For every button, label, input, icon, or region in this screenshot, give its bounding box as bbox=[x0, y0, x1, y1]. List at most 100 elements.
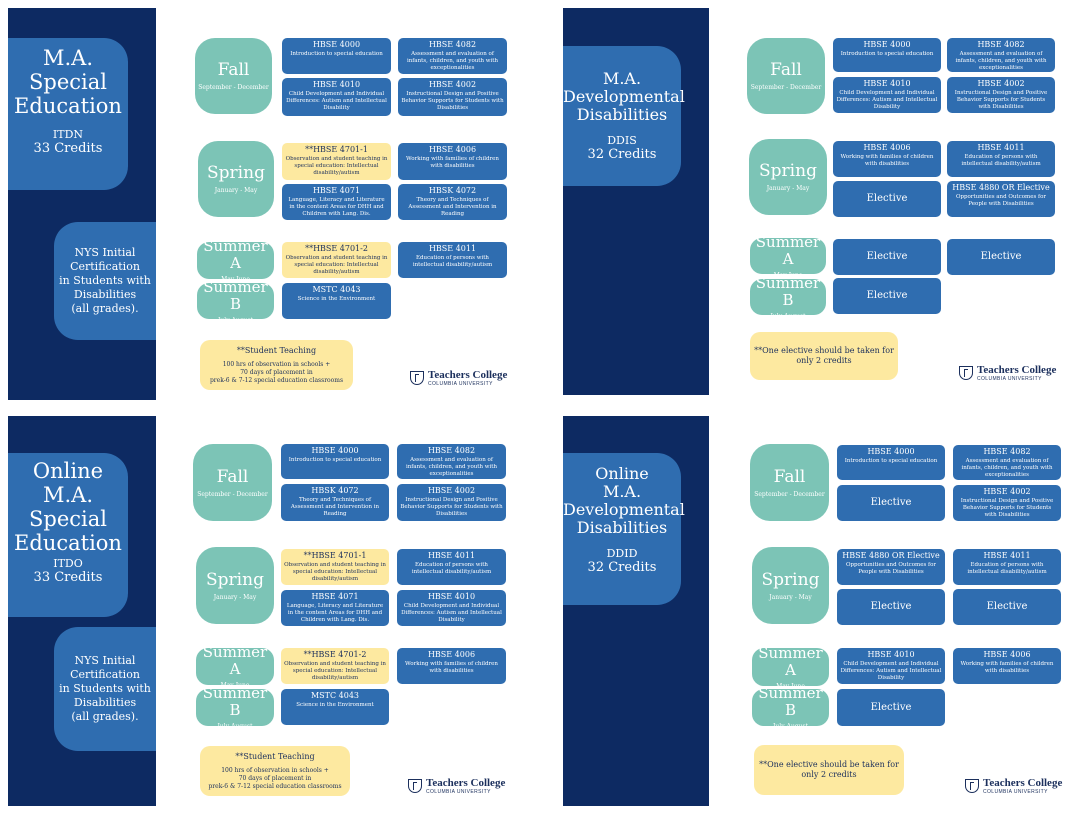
course-card: HBSE 4010 Child Development and Individu… bbox=[833, 77, 941, 113]
logo-sub: COLUMBIA UNIVERSITY bbox=[983, 789, 1048, 795]
season-fall: Fall September - December bbox=[193, 444, 272, 521]
program-title: M.A. Developmental Disabilities bbox=[563, 69, 685, 124]
course-code: HBSE 4071 bbox=[312, 186, 361, 195]
season-summer-b: Summer B July-August bbox=[197, 278, 274, 324]
shield-icon bbox=[965, 779, 979, 793]
note-title: **Student Teaching bbox=[235, 751, 315, 761]
program-box: Online M.A. Special Education ITDO 33 Cr… bbox=[8, 453, 128, 617]
course-desc: Observation and student teaching in spec… bbox=[285, 255, 388, 275]
course-card: MSTC 4043 Science in the Environment bbox=[282, 283, 391, 319]
course-card: HBSE 4880 OR Elective Opportunities and … bbox=[837, 549, 945, 585]
course-card-student-teaching: **HBSE 4701-2 Observation and student te… bbox=[282, 242, 391, 278]
course-card: HBSE 4000 Introduction to special educat… bbox=[837, 445, 945, 480]
program-credits: 33 Credits bbox=[33, 141, 103, 156]
certification-box: NYS Initial Certification in Students wi… bbox=[54, 627, 156, 751]
shield-icon bbox=[959, 366, 973, 380]
course-code: HBSE 4006 bbox=[428, 145, 477, 154]
panel-online-ma-developmental-disabilities: Online M.A. Developmental Disabilities D… bbox=[555, 407, 1085, 814]
note-body: 100 hrs of observation in schools + 70 d… bbox=[208, 766, 342, 790]
season-dates: January - May bbox=[769, 593, 812, 601]
elective-card: Elective bbox=[837, 589, 945, 625]
course-card: HBSE 4010 Child Development and Individu… bbox=[282, 78, 391, 116]
panel-ma-developmental-disabilities: M.A. Developmental Disabilities DDIS 32 … bbox=[555, 0, 1085, 407]
note-title: **Student Teaching bbox=[236, 345, 317, 355]
course-code: HBSE 4010 bbox=[863, 79, 911, 88]
course-code: **HBSE 4701-2 bbox=[305, 244, 368, 253]
course-desc: Language, Literacy and Literature in the… bbox=[286, 603, 384, 623]
course-code: HBSE 4010 bbox=[867, 650, 915, 659]
course-code: Elective bbox=[866, 251, 908, 262]
course-card: HBSE 4880 OR Elective Opportunities and … bbox=[947, 181, 1055, 217]
season-dates: May-June bbox=[220, 682, 250, 689]
teachers-college-logo: Teachers College COLUMBIA UNIVERSITY bbox=[965, 777, 1062, 795]
program-title: Online M.A. Developmental Disabilities bbox=[563, 464, 685, 537]
course-code: MSTC 4043 bbox=[312, 285, 361, 294]
course-card: HBSE 4006 Working with families of child… bbox=[397, 648, 506, 684]
course-desc: Introduction to special education bbox=[844, 458, 938, 464]
course-desc: Observation and student teaching in spec… bbox=[284, 661, 386, 681]
course-code: HBSE 4011 bbox=[977, 143, 1025, 152]
course-desc: Assessment and evaluation of infants, ch… bbox=[955, 51, 1047, 71]
season-name: Fall bbox=[216, 466, 249, 487]
season-spring: Spring January - May bbox=[749, 139, 827, 215]
season-fall: Fall September - December bbox=[750, 444, 829, 521]
course-code: Elective bbox=[866, 193, 908, 204]
season-summer-b: Summer B July-August bbox=[752, 685, 829, 730]
course-desc: Instructional Design and Positive Behavi… bbox=[954, 90, 1048, 110]
season-summer-b: Summer B July-August bbox=[750, 274, 826, 320]
season-name: Fall bbox=[217, 60, 250, 80]
shield-icon bbox=[410, 371, 424, 385]
course-desc: Science in the Environment bbox=[297, 296, 376, 302]
course-card: HBSE 4011 Education of persons with inte… bbox=[947, 141, 1055, 177]
course-desc: Observation and student teaching in spec… bbox=[284, 562, 386, 582]
course-desc: Instructional Design and Positive Behavi… bbox=[960, 498, 1054, 518]
course-code: HBSE 4000 bbox=[311, 446, 359, 455]
season-dates: January - May bbox=[214, 187, 258, 194]
course-code: HBSE 4082 bbox=[428, 40, 477, 49]
course-code: HBSE 4002 bbox=[428, 80, 477, 89]
season-name: Summer A bbox=[203, 237, 268, 272]
season-name: Summer A bbox=[755, 232, 821, 268]
season-spring: Spring January - May bbox=[752, 547, 829, 624]
season-summer-a: Summer A May-June bbox=[752, 644, 829, 690]
course-desc: Assessment and evaluation of infants, ch… bbox=[961, 458, 1053, 478]
program-box: M.A. Special Education ITDN 33 Credits bbox=[8, 38, 128, 190]
elective-card: Elective bbox=[947, 239, 1055, 275]
program-code: DDID bbox=[606, 547, 638, 560]
elective-note-text: **One elective should be taken for only … bbox=[754, 346, 894, 365]
course-card: HBSK 4072 Theory and Techniques of Asses… bbox=[398, 184, 507, 220]
season-dates: May-June bbox=[221, 276, 250, 283]
season-name: Summer B bbox=[203, 277, 268, 313]
course-card: HBSE 4011 Education of persons with inte… bbox=[397, 549, 506, 585]
elective-card: Elective bbox=[953, 589, 1061, 625]
season-dates: September - December bbox=[754, 490, 825, 498]
course-card-student-teaching: **HBSE 4701-1 Observation and student te… bbox=[281, 549, 389, 585]
program-credits: 33 Credits bbox=[33, 570, 103, 585]
course-desc: Child Development and Individual Differe… bbox=[840, 661, 942, 681]
season-spring: Spring January - May bbox=[196, 547, 274, 624]
course-code: HBSE 4000 bbox=[863, 40, 911, 49]
course-card: HBSE 4082 Assessment and evaluation of i… bbox=[398, 38, 507, 74]
course-desc: Introduction to special education bbox=[288, 457, 382, 463]
program-code: ITDN bbox=[52, 128, 84, 141]
panel-ma-special-education: M.A. Special Education ITDN 33 Credits N… bbox=[0, 0, 542, 407]
course-code: Elective bbox=[870, 497, 912, 508]
course-desc: Education of persons with intellectual d… bbox=[412, 255, 493, 268]
elective-card: Elective bbox=[833, 278, 941, 314]
course-desc: Science in the Environment bbox=[296, 702, 374, 708]
season-dates: May-June bbox=[776, 682, 805, 690]
course-code: HBSE 4082 bbox=[983, 447, 1031, 456]
course-desc: Working with families of children with d… bbox=[840, 154, 934, 167]
course-desc: Opportunities and Outcomes for People wi… bbox=[955, 194, 1047, 207]
certification-box: NYS Initial Certification in Students wi… bbox=[54, 222, 156, 340]
program-box: Online M.A. Developmental Disabilities D… bbox=[563, 453, 685, 605]
course-desc: Theory and Techniques of Assessment and … bbox=[290, 497, 380, 517]
elective-note: **One elective should be taken for only … bbox=[754, 745, 904, 795]
elective-card: Elective bbox=[833, 181, 941, 217]
teachers-college-logo: Teachers College COLUMBIA UNIVERSITY bbox=[410, 369, 507, 387]
season-summer-b: Summer B July-August bbox=[196, 685, 274, 730]
shield-icon bbox=[408, 779, 422, 793]
course-desc: Child Development and Individual Differe… bbox=[401, 603, 502, 623]
program-code: DDIS bbox=[607, 134, 637, 147]
course-card: HBSE 4011 Education of persons with inte… bbox=[953, 549, 1061, 585]
